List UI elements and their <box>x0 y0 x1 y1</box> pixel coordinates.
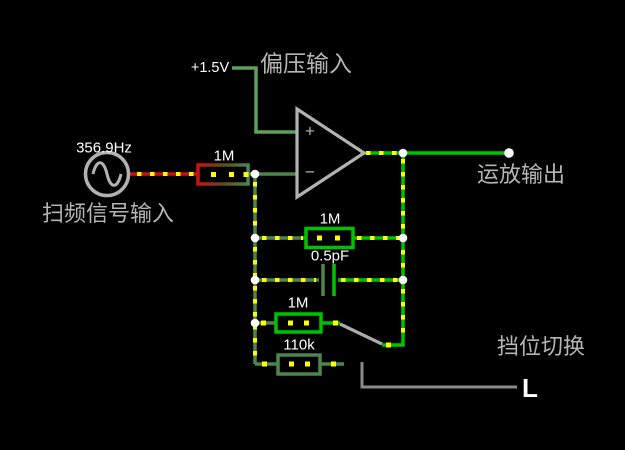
output-terminal <box>504 148 514 158</box>
feedback-capacitor-value: 0.5pF <box>310 247 350 265</box>
opamp[interactable] <box>295 106 367 200</box>
feedback-resistor-mid-value: 1M <box>287 294 309 312</box>
source-label: 扫频信号输入 <box>41 201 175 226</box>
switch-annotation-bracket <box>360 362 517 389</box>
opamp-plus-marker: + <box>305 121 315 141</box>
ac-source[interactable] <box>83 150 131 198</box>
bias-label: 偏压输入 <box>260 50 352 77</box>
bias-wire <box>232 66 297 134</box>
feedback-resistor-bottom[interactable] <box>276 353 322 376</box>
input-resistor[interactable] <box>196 163 250 186</box>
feedback-resistor-bottom-value: 110k <box>283 336 315 354</box>
right-feedback-rail <box>382 153 405 348</box>
feedback-capacitor[interactable] <box>321 264 336 296</box>
feedback-row-bottom-wires <box>255 361 344 367</box>
range-switch[interactable] <box>339 322 383 346</box>
junction-dots <box>250 148 514 328</box>
source-frequency: 356.9Hz <box>76 139 132 157</box>
output-label: 运放输出 <box>476 162 566 187</box>
feedback-resistor-top[interactable] <box>304 226 355 250</box>
feedback-resistor-mid[interactable] <box>274 312 323 334</box>
bias-voltage: +1.5V <box>190 59 230 76</box>
switch-label: 挡位切换 <box>496 334 586 359</box>
opamp-minus-marker: − <box>305 162 315 182</box>
switch-shortcut-key: L <box>522 373 538 403</box>
feedback-resistor-top-value: 1M <box>319 210 341 228</box>
input-resistor-value: 1M <box>213 147 235 165</box>
